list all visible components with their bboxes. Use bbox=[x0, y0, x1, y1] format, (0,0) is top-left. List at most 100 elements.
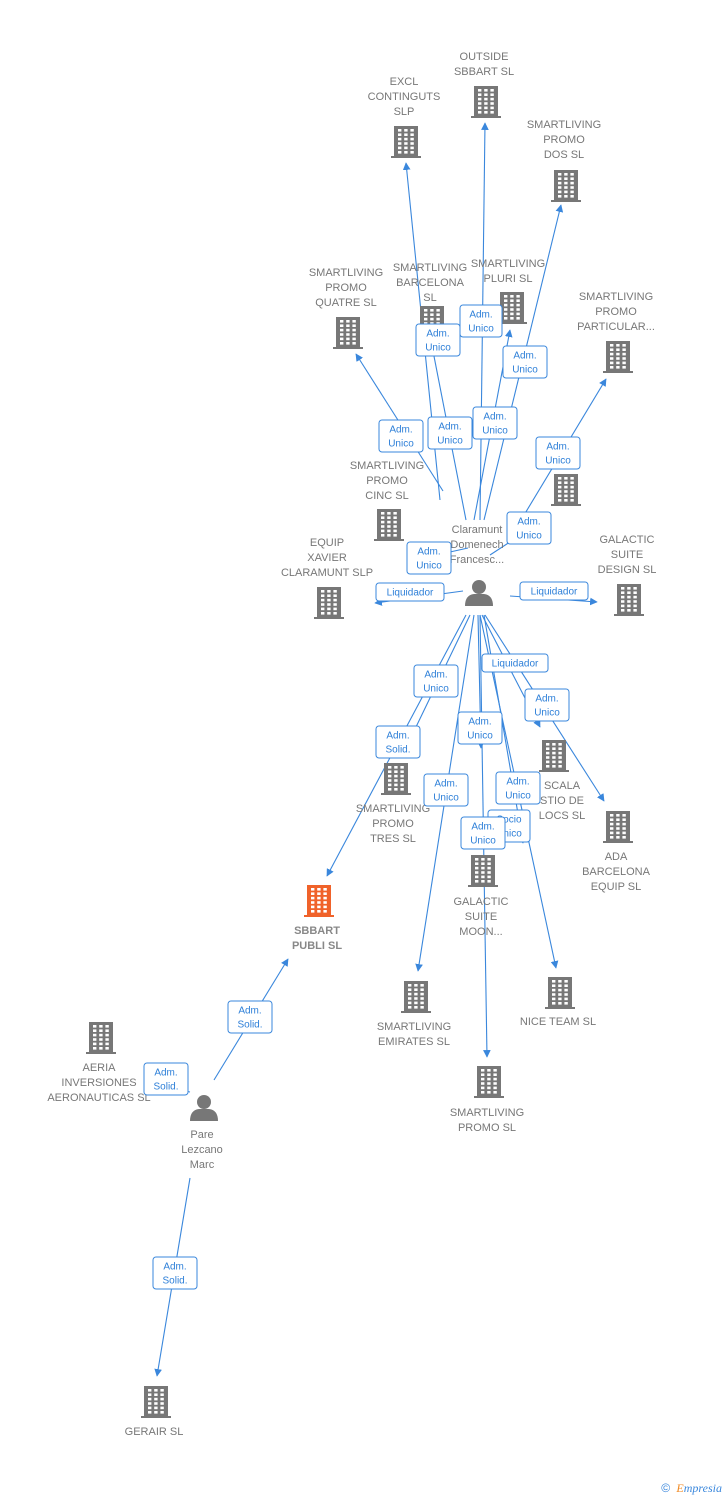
node-label: PROMO bbox=[543, 134, 585, 146]
edge-label-e-nice[interactable]: Adm.Unico bbox=[495, 771, 541, 805]
node-label: PROMO bbox=[372, 818, 414, 830]
edge-label-e-barcelona[interactable]: Adm. Unico bbox=[427, 416, 473, 450]
node-label: EQUIP bbox=[310, 537, 344, 549]
node-label: PROMO bbox=[325, 282, 367, 294]
node-label: EXCL bbox=[390, 76, 419, 88]
edge-label-e-tres[interactable]: Adm. Unico bbox=[413, 664, 459, 698]
edge-label-text: Solid. bbox=[385, 745, 410, 756]
edge-label-e-galactic-design[interactable]: Liquidador bbox=[519, 581, 589, 601]
edge-label-box bbox=[495, 771, 541, 805]
node-label: Domenech bbox=[450, 539, 503, 551]
node-label: GALACTIC bbox=[599, 534, 654, 546]
edge-label-e-outside[interactable]: Adm.Unico bbox=[459, 304, 503, 338]
edge-label-box bbox=[378, 419, 424, 453]
edge-label-text: Unico bbox=[433, 793, 459, 804]
building-icon bbox=[545, 977, 575, 1009]
edge-label-e-excl[interactable]: Adm.Unico bbox=[415, 323, 461, 357]
node-claramunt[interactable]: ClaramuntDomenechFrancesc... bbox=[450, 524, 504, 606]
edge-label-e-escala-liq[interactable]: Liquidador bbox=[481, 653, 549, 673]
edge-label-e-particular[interactable]: Adm.Unico bbox=[535, 436, 581, 470]
building-icon bbox=[141, 1386, 171, 1418]
edge-label-box bbox=[459, 304, 503, 338]
edge-label-text: Liquidador bbox=[387, 588, 434, 599]
edge-label-text: Unico bbox=[470, 836, 496, 847]
copyright-symbol: © bbox=[661, 1481, 671, 1495]
edge-label-e-dos[interactable]: Adm.Unico bbox=[502, 345, 548, 379]
node-gerair[interactable]: GERAIR SL bbox=[125, 1386, 184, 1438]
edge-label-text: Adm. bbox=[154, 1068, 177, 1079]
edge-label-text: Unico bbox=[388, 439, 414, 450]
edge-label-box bbox=[423, 773, 469, 807]
node-label: SMARTLIVING bbox=[579, 291, 653, 303]
node-label: CONTINGUTS bbox=[368, 91, 441, 103]
edge-label-e-escala[interactable]: Adm.Unico bbox=[524, 688, 570, 722]
node-label: SMARTLIVING bbox=[527, 119, 601, 131]
edge-labels-layer: Adm.UnicoAdm.UnicoAdm.UnicoAdm.UnicoAdm.… bbox=[143, 304, 589, 1290]
edge-label-box bbox=[460, 816, 506, 850]
edge-label-box bbox=[506, 511, 552, 545]
node-label: SMARTLIVING bbox=[309, 267, 383, 279]
edge-label-text: Unico bbox=[423, 684, 449, 695]
building-icon bbox=[314, 587, 344, 619]
edge-label-text: Adm. bbox=[517, 517, 540, 528]
person-icon bbox=[465, 580, 493, 606]
node-particular[interactable]: SMARTLIVINGPROMOPARTICULAR... bbox=[577, 291, 655, 373]
node-galactic-moon[interactable]: GALACTICSUITEMOON... bbox=[453, 855, 509, 938]
edge-label-e-emirates[interactable]: Adm.Unico bbox=[423, 773, 469, 807]
edge-label-e-promo[interactable]: Adm.Unico bbox=[460, 816, 506, 850]
building-icon bbox=[474, 1066, 504, 1098]
edge-label-box bbox=[406, 541, 452, 575]
building-icon bbox=[551, 474, 581, 506]
edge-label-e-aeria[interactable]: Adm.Solid. bbox=[143, 1062, 189, 1096]
edge-label-e-sbbart[interactable]: Adm. Solid. bbox=[375, 725, 421, 759]
edge-label-box bbox=[519, 581, 589, 601]
building-icon bbox=[603, 811, 633, 843]
edge-label-e-pare-sbbart[interactable]: Adm.Solid. bbox=[227, 1000, 273, 1034]
node-nice[interactable]: NICE TEAM SL bbox=[520, 977, 596, 1028]
node-label: OUTSIDE bbox=[460, 51, 509, 63]
edge-label-text: Adm. bbox=[506, 777, 529, 788]
edge-label-e-equip[interactable]: Liquidador bbox=[375, 582, 445, 602]
edge-label-text: Adm. bbox=[535, 694, 558, 705]
edge-label-text: Unico bbox=[545, 456, 571, 467]
edge-label-text: Adm. bbox=[468, 717, 491, 728]
edge-label-e-bes[interactable]: Adm.Unico bbox=[506, 511, 552, 545]
edge-label-e-pluri[interactable]: Adm.Unico bbox=[472, 406, 518, 440]
node-label: DESIGN SL bbox=[598, 564, 657, 576]
edge-label-text: Adm. bbox=[424, 670, 447, 681]
edge-label-e-cinc[interactable]: Adm.Unico bbox=[406, 541, 452, 575]
node-label: PROMO bbox=[366, 475, 408, 487]
edge-label-text: Unico bbox=[437, 436, 463, 447]
edge-label-e-quatre[interactable]: Adm.Unico bbox=[378, 419, 424, 453]
brand-logo[interactable]: Empresia bbox=[676, 1481, 722, 1495]
edge-label-text: Adm. bbox=[438, 422, 461, 433]
edge-label-e-moon[interactable]: Adm.Unico bbox=[457, 711, 503, 745]
building-icon bbox=[614, 584, 644, 616]
building-icon bbox=[539, 740, 569, 772]
edge-label-box bbox=[535, 436, 581, 470]
node-label: AERIA bbox=[82, 1062, 116, 1074]
node-label: BARCELONA bbox=[582, 866, 651, 878]
node-label: Claramunt bbox=[452, 524, 503, 536]
edge-label-text: Adm. bbox=[386, 731, 409, 742]
node-label: Lezcano bbox=[181, 1144, 223, 1156]
edge-label-e-gerair[interactable]: Adm.Solid. bbox=[152, 1256, 198, 1290]
node-label: CLARAMUNT SLP bbox=[281, 567, 373, 579]
